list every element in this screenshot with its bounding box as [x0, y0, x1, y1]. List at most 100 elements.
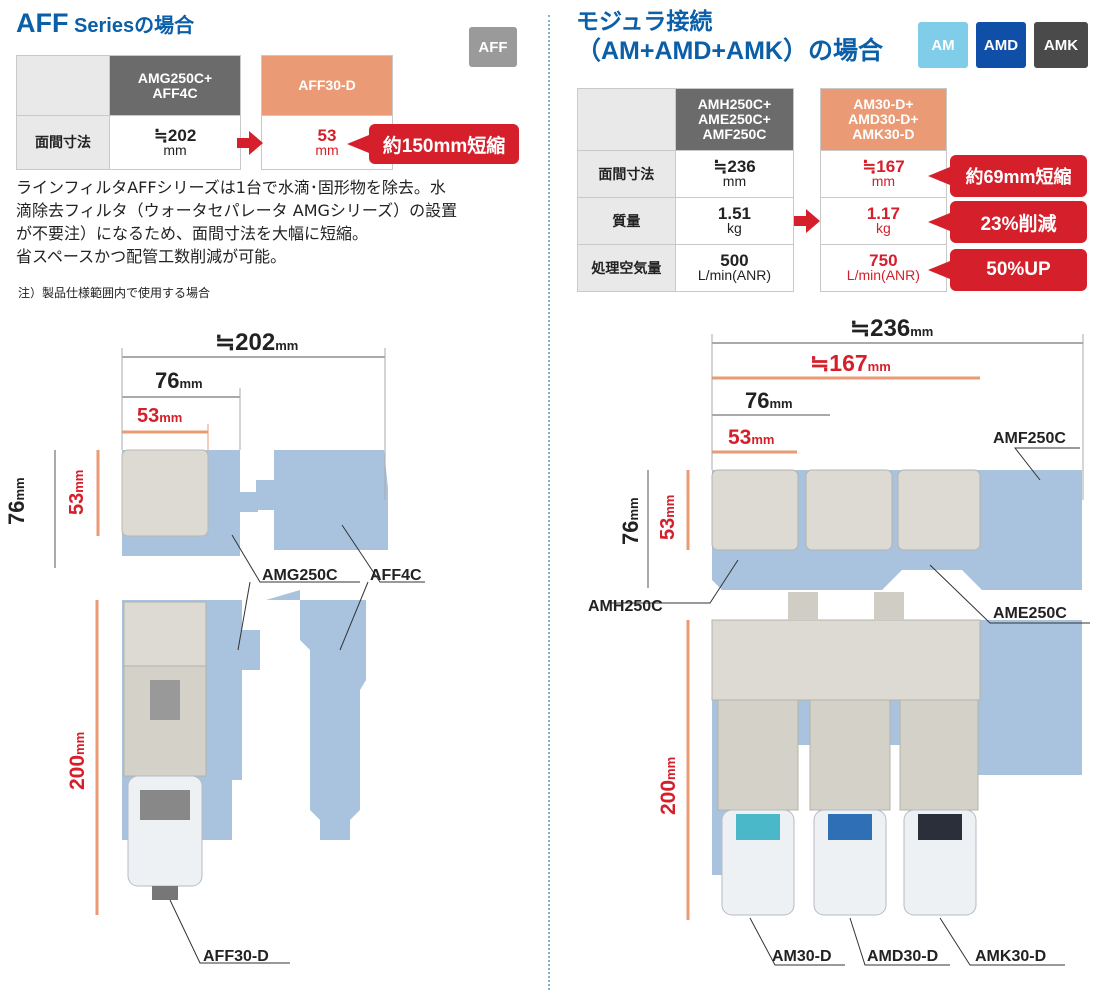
- dim-unit: mm: [626, 497, 641, 521]
- unit: kg: [727, 220, 742, 236]
- label-amg250c: AMG250C: [262, 567, 338, 584]
- label-am30-d: AM30-D: [772, 948, 832, 965]
- dim-value: 76: [618, 520, 643, 545]
- dim-value: 53: [137, 405, 160, 427]
- left-diagram: [54, 348, 425, 964]
- label-amk30-d: AMK30-D: [975, 948, 1047, 965]
- callout-line: [849, 917, 950, 966]
- amd-element: [828, 814, 872, 840]
- row-label-mass: 質量: [577, 197, 676, 245]
- dim-value: 53: [66, 492, 88, 515]
- left-title-main: AFF: [16, 8, 69, 38]
- left-dim-height-76: 76mm: [4, 477, 30, 525]
- label-amf250c: AMF250C: [993, 430, 1066, 447]
- left-title-sub: Seriesの場合: [68, 15, 195, 37]
- unit: mm: [163, 141, 187, 158]
- aff30-element: [140, 790, 190, 820]
- value: ≒236: [713, 157, 756, 176]
- dim-unit: mm: [662, 494, 677, 518]
- unit: mm: [722, 173, 747, 189]
- label-ame250c: AME250C: [993, 605, 1067, 622]
- aff30-head: [123, 601, 207, 667]
- left-title: AFF Seriesの場合: [16, 8, 194, 39]
- dim-value: 76: [155, 368, 180, 393]
- am-element: [736, 814, 780, 840]
- arrow-right-icon: [794, 208, 821, 233]
- dim-value: 200: [66, 754, 89, 790]
- dim-value: 53: [657, 517, 679, 540]
- amk-body: [899, 699, 979, 811]
- blank-cell: [16, 55, 110, 116]
- unit: L/min(ANR): [846, 267, 920, 283]
- amd-top-body: [805, 469, 893, 551]
- callout-line: [1013, 447, 1080, 481]
- right-title: モジュラ接続 （AM+AMD+AMK）の場合: [576, 6, 883, 66]
- right-comparison-table: AMH250C+ AME250C+ AMF250C AM30-D+ AMD30-…: [577, 88, 948, 292]
- right-dim-236: ≒236mm: [850, 314, 933, 343]
- label-amh250c: AMH250C: [588, 598, 663, 615]
- reduction-badge-23: 23%削減: [928, 201, 1087, 243]
- value-cell: ≒202 mm: [109, 115, 241, 170]
- bracket: [788, 592, 818, 620]
- am-tag: AM: [918, 22, 968, 68]
- blank-cell: [577, 88, 676, 151]
- description-line: ラインフィルタAFFシリーズは1台で水滴･固形物を除去。水: [16, 178, 446, 197]
- right-dim-76: 76mm: [745, 388, 793, 414]
- value-202: ≒202: [153, 125, 197, 145]
- gap-cell: [241, 56, 262, 116]
- dim-value: 200: [657, 779, 680, 815]
- amk-tag: AMK: [1034, 22, 1088, 68]
- header-aff30: AFF30-D: [261, 55, 393, 116]
- callout-line: [231, 534, 360, 583]
- reduction-badge-150: 約150mm短縮: [347, 124, 519, 164]
- value: ≒167: [862, 157, 905, 176]
- dim-unit: mm: [910, 324, 934, 339]
- dim-value: 53: [728, 426, 752, 449]
- right-dim-height-53: 53mm: [657, 495, 680, 540]
- gap-cell: [794, 151, 821, 198]
- description: ラインフィルタAFFシリーズは1台で水滴･固形物を除去。水 滴除去フィルタ（ウォ…: [16, 176, 526, 268]
- right-dim-height-200: 200mm: [657, 757, 681, 815]
- am-top-body: [711, 469, 799, 551]
- aff4c-top-silhouette: [274, 450, 388, 550]
- value: 750: [869, 251, 898, 270]
- amd-body: [809, 699, 891, 811]
- description-line: 滴除去フィルタ（ウォータセパレータ AMGシリーズ）の設置: [16, 201, 458, 220]
- bracket: [874, 592, 904, 620]
- gap-cell: [393, 56, 520, 116]
- dim-unit: mm: [71, 469, 86, 493]
- callout-line: [939, 917, 1065, 966]
- left-dim-53: 53mm: [137, 405, 182, 428]
- unit: L/min(ANR): [697, 267, 772, 283]
- header-line: AMK30-D: [852, 126, 915, 142]
- label-amd30-d: AMD30-D: [867, 948, 939, 965]
- header-line: AM30-D+: [853, 96, 914, 112]
- callout-line: [929, 564, 1090, 624]
- am-body: [717, 699, 799, 811]
- dim-unit: mm: [159, 410, 183, 425]
- top-silhouette: [712, 470, 1082, 590]
- arrow-right-icon: [237, 130, 263, 155]
- aff30-latch: [150, 680, 180, 720]
- aff-tag: AFF: [469, 27, 517, 67]
- amk-top-body: [897, 469, 981, 551]
- row-label-airflow: 処理空気量: [577, 244, 676, 292]
- value: 1.51: [717, 204, 751, 223]
- header-line: AMD30-D+: [848, 111, 919, 127]
- dim-unit: mm: [72, 731, 87, 755]
- dim-value: 76: [745, 388, 770, 413]
- right-title-line: モジュラ接続: [576, 8, 713, 34]
- left-dim-202: ≒202mm: [215, 328, 298, 357]
- header-line: AMG250C+: [137, 69, 213, 86]
- aff30-drain: [152, 886, 178, 900]
- gap-cell: [794, 245, 821, 292]
- dim-value: ≒202: [215, 329, 276, 356]
- callout-line: [169, 899, 290, 964]
- dim-unit: mm: [12, 477, 27, 501]
- arrow-cell: [237, 116, 263, 170]
